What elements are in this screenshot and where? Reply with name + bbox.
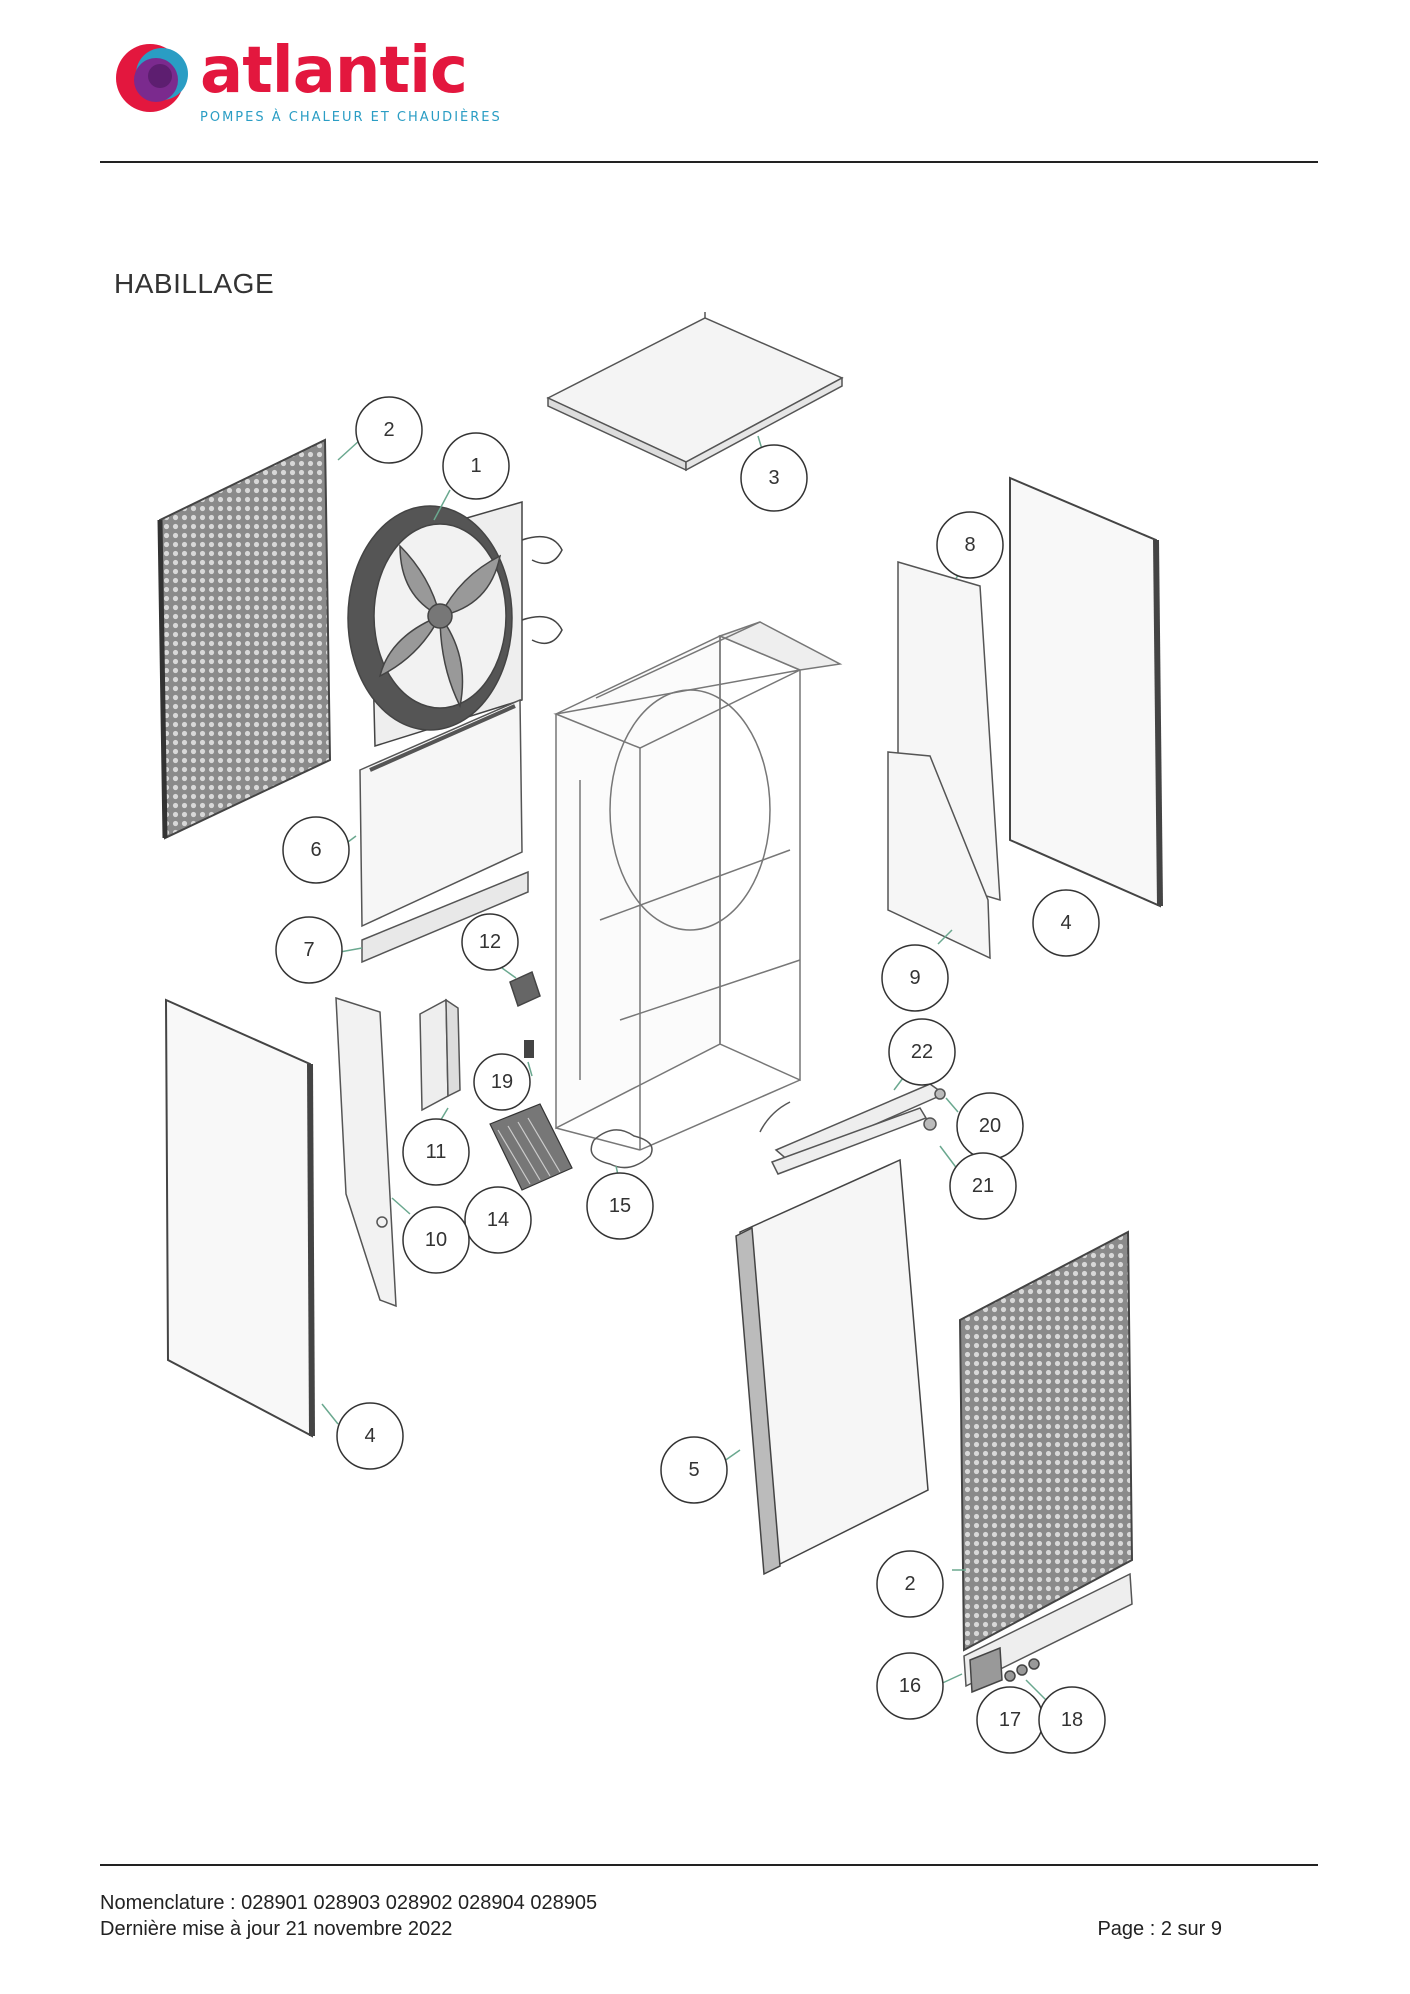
callout-label-4: 4 [364, 1425, 375, 1447]
callout-label-10: 10 [425, 1229, 447, 1251]
part-electrical-box [509, 970, 541, 1008]
callout-15 [586, 1172, 654, 1240]
callout-19 [473, 1053, 531, 1111]
footer-updated: Dernière mise à jour 21 novembre 2022 [100, 1918, 453, 1940]
callout-label-12: 12 [479, 931, 501, 953]
part-gasket [590, 1129, 653, 1169]
callout-label-6: 6 [310, 839, 321, 861]
brand-logo: atlantic POMPES À CHALEUR ET CHAUDIÈRES [110, 34, 500, 130]
part-large-panel-left [164, 998, 315, 1438]
callout-label-14: 14 [487, 1209, 509, 1231]
callout-8 [936, 511, 1004, 579]
callout-16 [876, 1652, 944, 1720]
section-title: HABILLAGE [114, 268, 275, 299]
callout-10 [402, 1206, 470, 1274]
callout-label-5: 5 [688, 1459, 699, 1481]
callout-9 [881, 944, 949, 1012]
part-side-panel-lower [887, 751, 991, 960]
callout-6 [282, 816, 350, 884]
part-rail [361, 870, 529, 964]
brand-tagline: POMPES À CHALEUR ET CHAUDIÈRES [200, 110, 502, 125]
header-divider [100, 161, 1318, 163]
part-large-panel-right [1009, 476, 1163, 908]
part-coil [735, 1158, 929, 1576]
callout-label-20: 20 [979, 1115, 1001, 1137]
logo-mark-icon [116, 44, 188, 112]
callout-2-bottom [876, 1550, 944, 1618]
callout-11 [402, 1118, 470, 1186]
callout-label-15: 15 [609, 1195, 631, 1217]
callout-3 [740, 444, 808, 512]
footer-divider [100, 1864, 1318, 1866]
part-left-grille [157, 438, 332, 840]
part-right-grille [958, 1230, 1134, 1652]
callout-7 [275, 916, 343, 984]
part-front-panel [359, 698, 523, 928]
callout-circles [275, 396, 1106, 1754]
callout-label-16: 16 [899, 1675, 921, 1697]
callout-21 [949, 1152, 1017, 1220]
callout-18 [1038, 1686, 1106, 1754]
callout-2-top [355, 396, 423, 464]
callout-label-22: 22 [911, 1041, 933, 1063]
brand-name: atlantic [200, 34, 468, 108]
callout-label-1: 1 [470, 455, 481, 477]
callout-label-8: 8 [964, 534, 975, 556]
part-side-plate [335, 996, 397, 1308]
part-top-cover [546, 312, 844, 472]
callout-22 [888, 1018, 956, 1086]
part-fan [347, 501, 563, 748]
part-fittings [969, 1646, 1040, 1694]
callout-5 [660, 1436, 728, 1504]
part-drain-tray [759, 1083, 946, 1175]
callout-label-11: 11 [426, 1141, 447, 1163]
callout-label-4: 4 [1060, 912, 1071, 934]
part-heat-sink [489, 1103, 573, 1191]
part-small-component [524, 1040, 534, 1058]
part-base-rail [963, 1572, 1133, 1688]
callout-1 [442, 432, 510, 500]
page-number: Page : 2 sur 9 [1097, 1918, 1222, 1940]
callout-label-18: 18 [1061, 1709, 1083, 1731]
callout-4-left [336, 1402, 404, 1470]
callout-4-right [1032, 889, 1100, 957]
callout-14 [464, 1186, 532, 1254]
part-bracket [419, 998, 461, 1112]
callout-label-17: 17 [999, 1709, 1021, 1731]
callout-label-7: 7 [303, 939, 314, 961]
callout-12 [461, 913, 519, 971]
callout-label-3: 3 [768, 467, 779, 489]
footer-nomenclature: Nomenclature : 028901 028903 028902 0289… [100, 1892, 598, 1914]
callout-label-21: 21 [972, 1175, 994, 1197]
callout-label-9: 9 [909, 967, 920, 989]
callout-label-19: 19 [491, 1071, 513, 1093]
callout-label-2: 2 [383, 419, 394, 441]
part-chassis-frame [553, 621, 843, 1151]
callout-label-2: 2 [904, 1573, 915, 1595]
